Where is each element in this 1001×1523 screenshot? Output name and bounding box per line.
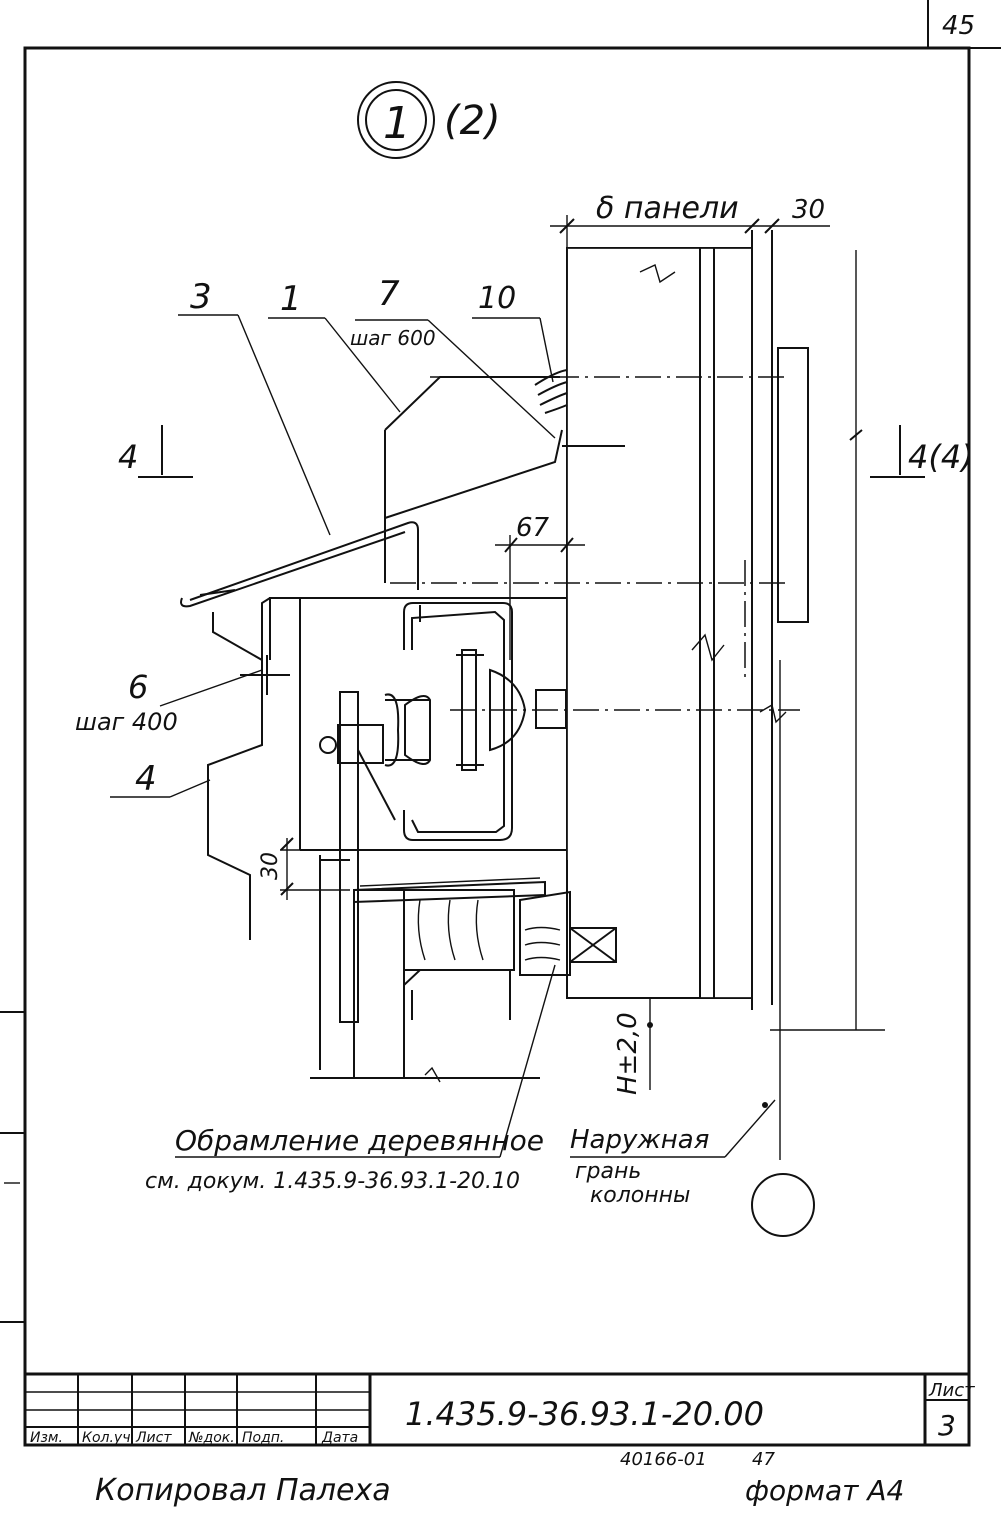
section-mark-right-label: 4(4) — [908, 438, 974, 476]
elevation-label: H±2,0 — [613, 1012, 643, 1095]
column-axis-bubble — [751, 1173, 815, 1237]
bracket — [240, 597, 567, 851]
tb-header-data: Дата — [321, 1430, 358, 1446]
callout-7-step: шаг 600 — [350, 326, 436, 350]
dim-panel-width — [550, 215, 830, 290]
dim-30-vertical-label: 30 — [258, 852, 283, 880]
flashing-sill — [180, 376, 563, 608]
tb-header-izm: Изм. — [30, 1430, 63, 1446]
callout-10: 10 — [478, 281, 516, 316]
view-alt: (2) — [444, 98, 501, 144]
tb-header-doc: №док. — [188, 1430, 235, 1446]
dim-67-label: 67 — [516, 513, 550, 543]
callout-4: 4 — [135, 759, 157, 799]
section-mark-left — [138, 425, 193, 478]
panel-section — [566, 230, 809, 1010]
title-block — [25, 1372, 969, 1445]
tb-header-kol: Кол.уч — [82, 1430, 130, 1446]
section-mark-left-label: 4 — [118, 438, 138, 476]
footer-archive-number: 40166-01 — [620, 1449, 707, 1470]
callout-1: 1 — [280, 279, 302, 319]
leaders — [110, 314, 776, 1158]
callout-7: 7 — [378, 274, 400, 314]
sheet-frame — [0, 0, 1001, 1447]
callout-3: 3 — [190, 277, 212, 317]
sealant-10 — [534, 369, 625, 447]
sheet-corner-number: 45 — [942, 11, 975, 41]
sheet-label: Лист — [928, 1380, 975, 1401]
view-marker — [357, 81, 435, 159]
dim-panel-width-label: δ панели — [596, 191, 739, 226]
note-frame-line2: см. докум. 1.435.9-36.93.1-20.10 — [145, 1169, 520, 1194]
footer-archive-sheet: 47 — [752, 1449, 775, 1470]
pulley-assembly — [319, 649, 567, 1023]
callout-6: 6 — [128, 668, 148, 706]
view-id: 1 — [383, 98, 411, 149]
note-column-line3: колонны — [590, 1183, 690, 1208]
note-frame-line1: Обрамление деревянное — [175, 1124, 544, 1157]
document-code: 1.435.9-36.93.1-20.00 — [405, 1395, 764, 1433]
wall-panel-4 — [207, 612, 263, 940]
tb-header-list: Лист — [135, 1430, 172, 1446]
sheet-number: 3 — [938, 1409, 956, 1442]
channel-profile — [403, 602, 513, 841]
note-column-line1: Наружная — [570, 1125, 709, 1155]
section-mark-right — [870, 425, 925, 478]
tb-header-podp: Подп. — [242, 1430, 284, 1446]
callout-6-step: шаг 400 — [75, 708, 178, 736]
dim-right-vertical — [647, 250, 885, 1090]
dim-gap-30-label: 30 — [792, 195, 825, 225]
wooden-frame — [310, 855, 700, 1083]
dim-30-vertical — [280, 837, 350, 900]
note-column-line2: грань — [575, 1159, 641, 1184]
footer-format: формат А4 — [745, 1474, 904, 1507]
footer-copied-by: Копировал Палеха — [95, 1473, 391, 1508]
